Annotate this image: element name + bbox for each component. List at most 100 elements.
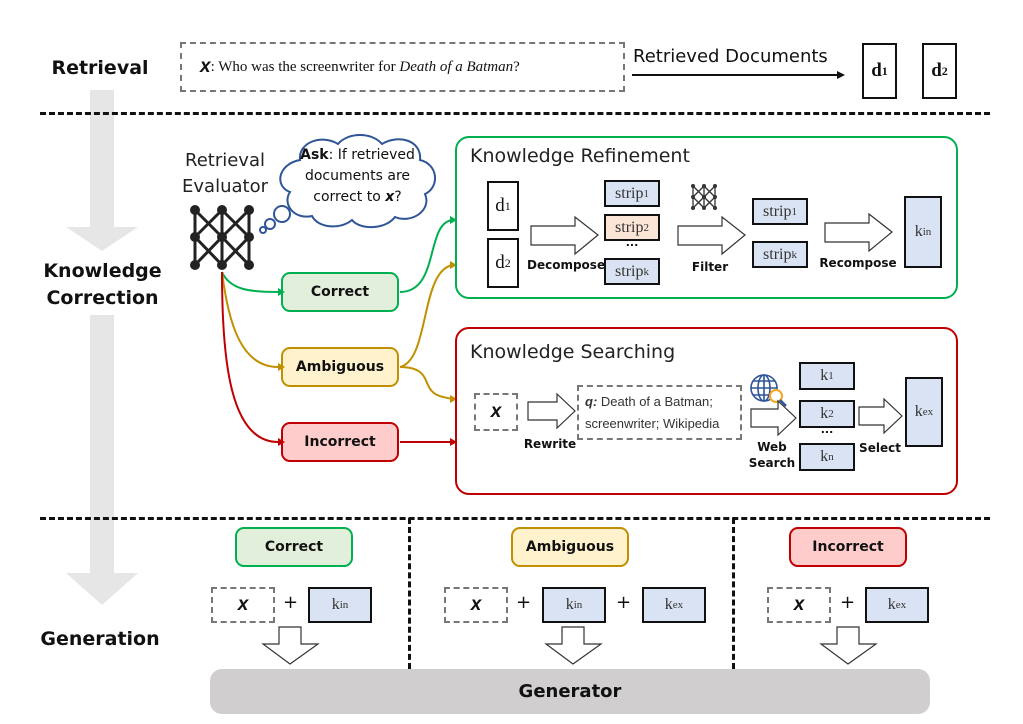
doc-base: d — [495, 252, 505, 273]
k-base: k — [820, 448, 829, 465]
k-sub: in — [573, 599, 583, 611]
evaluator-title-line: Evaluator — [182, 176, 268, 197]
strip-ellipsis: ... — [625, 236, 639, 249]
web-search-label: Web Search — [748, 439, 796, 471]
query-suffix: ? — [513, 58, 520, 75]
web-search-label-line: Web — [757, 440, 787, 454]
evaluator-title-line: Retrieval — [185, 150, 265, 171]
k-base: k — [887, 596, 896, 613]
strip-sub: 1 — [791, 205, 797, 218]
query-box: x : Who was the screenwriter for Death o… — [180, 42, 625, 92]
filter-arrow-icon — [677, 215, 746, 256]
strip-base: strip — [615, 262, 644, 280]
decompose-arrow-icon — [530, 215, 599, 256]
separator-retrieval — [40, 112, 990, 115]
query-variable: x — [200, 56, 211, 77]
doc-sub: 2 — [941, 63, 948, 78]
search-input-x-box: x — [474, 393, 518, 431]
k-base: k — [664, 596, 673, 613]
thought-rest: : If retrieved — [328, 147, 415, 163]
strip-base: strip — [763, 202, 792, 220]
generation-variable: x — [470, 594, 482, 615]
strip-sub: k — [643, 265, 649, 278]
k-sub: 1 — [828, 370, 834, 382]
web-search-globe-icon — [750, 374, 787, 407]
thought-line-2: documents are — [304, 168, 411, 184]
connector-evaluator-ambiguous — [221, 271, 279, 368]
column-divider-1 — [408, 518, 411, 678]
strip-sub: k — [791, 248, 797, 261]
strip-base: strip — [615, 218, 644, 236]
thought-line-3: correct to x? — [290, 187, 425, 208]
doc-base: d — [871, 60, 882, 81]
generation-incorrect-x-box: x — [767, 587, 831, 623]
column-divider-2 — [732, 518, 735, 678]
query-line-1-text: Death of a Batman; — [597, 394, 713, 409]
recompose-label: Recompose — [819, 256, 897, 270]
thought-bold: Ask — [300, 147, 329, 163]
plus-sign: + — [840, 592, 856, 613]
generation-correct-label: Correct — [235, 527, 353, 567]
select-arrow-icon — [858, 397, 903, 435]
connector-ambiguous-searching — [399, 366, 454, 400]
judgement-correct: Correct — [281, 272, 399, 312]
stage-label-line: Knowledge — [43, 260, 162, 282]
k-sub: ex — [672, 599, 684, 611]
doc-base: d — [495, 195, 505, 216]
generation-ambiguous-label: Ambiguous — [511, 527, 629, 567]
generation-incorrect-label: Incorrect — [789, 527, 907, 567]
rewrite-label: Rewrite — [523, 437, 577, 451]
retrieval-evaluator-title: Retrieval Evaluator — [170, 148, 280, 200]
thought-var: x — [385, 189, 395, 205]
retrieved-documents-label: Retrieved Documents — [633, 46, 828, 67]
connector-evaluator-correct — [221, 271, 279, 293]
filter-label: Filter — [691, 260, 729, 274]
generator-bar: Generator — [210, 669, 930, 714]
doc-sub: 1 — [504, 198, 511, 213]
thought-line-1: Ask: If retrieved — [290, 145, 425, 166]
k-sub: ex — [895, 599, 907, 611]
k-base: k — [565, 596, 574, 613]
stage-label-knowledge-correction: Knowledge Correction — [20, 258, 185, 312]
search-result-ellipsis: ... — [820, 423, 834, 436]
connector-ambiguous-refinement — [399, 264, 454, 368]
stage-label-line: Correction — [46, 287, 159, 309]
generation-variable: x — [793, 594, 805, 615]
knowledge-searching-title: Knowledge Searching — [470, 341, 676, 363]
rewrite-arrow-icon — [527, 392, 576, 430]
k-sub: n — [828, 451, 834, 463]
separator-generation — [40, 517, 990, 520]
query-variable-q: q: — [585, 394, 598, 409]
generation-correct-x-box: x — [211, 587, 275, 623]
thought-pre: correct to — [313, 189, 386, 205]
k-base: k — [331, 596, 340, 613]
doc-sub: 1 — [881, 63, 888, 78]
connector-evaluator-incorrect — [221, 271, 279, 443]
generation-variable: x — [237, 594, 249, 615]
plus-sign: + — [516, 592, 532, 613]
filter-network-icon — [691, 184, 717, 210]
select-label: Select — [859, 441, 901, 455]
thought-cloud-text: Ask: If retrieved documents are correct … — [290, 145, 425, 208]
k-sub: ex — [922, 406, 934, 418]
k-sub: 2 — [828, 408, 834, 420]
judgement-incorrect: Incorrect — [281, 422, 399, 462]
web-search-arrow-icon — [750, 399, 797, 437]
rewritten-query-line-2: screenwriter; Wikipedia — [585, 416, 720, 431]
generation-ambiguous-x-box: x — [444, 587, 508, 623]
retrieved-documents-arrow — [632, 71, 845, 79]
